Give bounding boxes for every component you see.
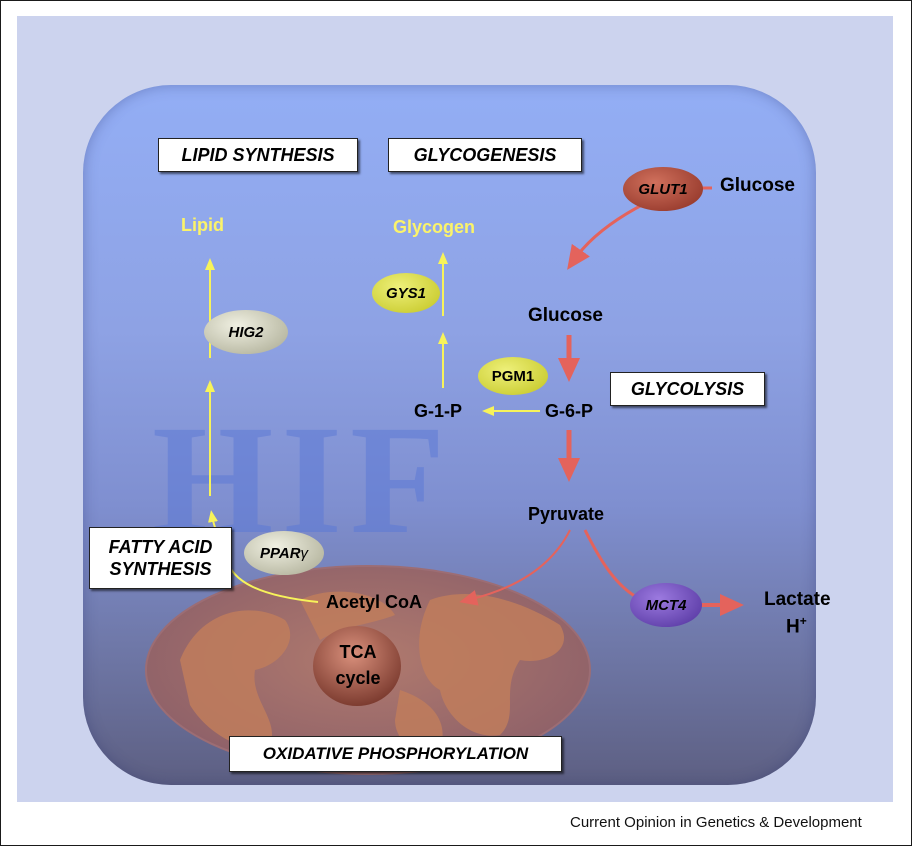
pgm1-enzyme: PGM1 <box>478 357 548 395</box>
lipid-synthesis-box: LIPID SYNTHESIS <box>158 138 358 172</box>
glut1-transporter: GLUT1 <box>623 167 703 211</box>
lactate-label: Lactate <box>764 589 831 610</box>
glycolysis-box: GLYCOLYSIS <box>610 372 765 406</box>
g6p-label: G-6-P <box>545 401 594 421</box>
glycogenesis-box: GLYCOGENESIS <box>388 138 582 172</box>
tca-label-line1: TCA <box>339 642 377 662</box>
ppar-label: PPAR <box>259 544 301 562</box>
acetyl-coa-label: Acetyl CoA <box>326 592 423 612</box>
red-pathway-arrows <box>459 186 744 616</box>
fatty-acid-synthesis-box: FATTY ACID SYNTHESIS <box>89 527 232 589</box>
glucose-intracellular-label: Glucose <box>528 305 603 326</box>
tca-label-line2: cycle <box>335 668 381 688</box>
glycogen-label: Glycogen <box>393 217 476 237</box>
glucose-extracellular-label: Glucose <box>720 175 795 196</box>
pyruvate-label: Pyruvate <box>528 504 605 524</box>
h-plus-label: H+ <box>786 614 807 638</box>
mct4-transporter: MCT4 <box>630 583 702 627</box>
h-plus-superscript: + <box>799 614 807 628</box>
lipid-label: Lipid <box>181 215 224 235</box>
hig2-protein: HIG2 <box>204 310 288 354</box>
g1p-label: G-1-P <box>414 401 463 421</box>
h-plus-text: H <box>786 616 800 638</box>
source-credit: Current Opinion in Genetics & Developmen… <box>570 814 862 831</box>
ppar-gamma-symbol: γ <box>300 544 309 562</box>
fatty-acid-label-line2: SYNTHESIS <box>109 559 212 579</box>
tca-cycle-node <box>313 626 401 706</box>
oxidative-phosphorylation-box: OXIDATIVE PHOSPHORYLATION <box>229 736 562 772</box>
gys1-enzyme: GYS1 <box>372 273 440 313</box>
fatty-acid-label-line1: FATTY ACID <box>108 537 213 557</box>
